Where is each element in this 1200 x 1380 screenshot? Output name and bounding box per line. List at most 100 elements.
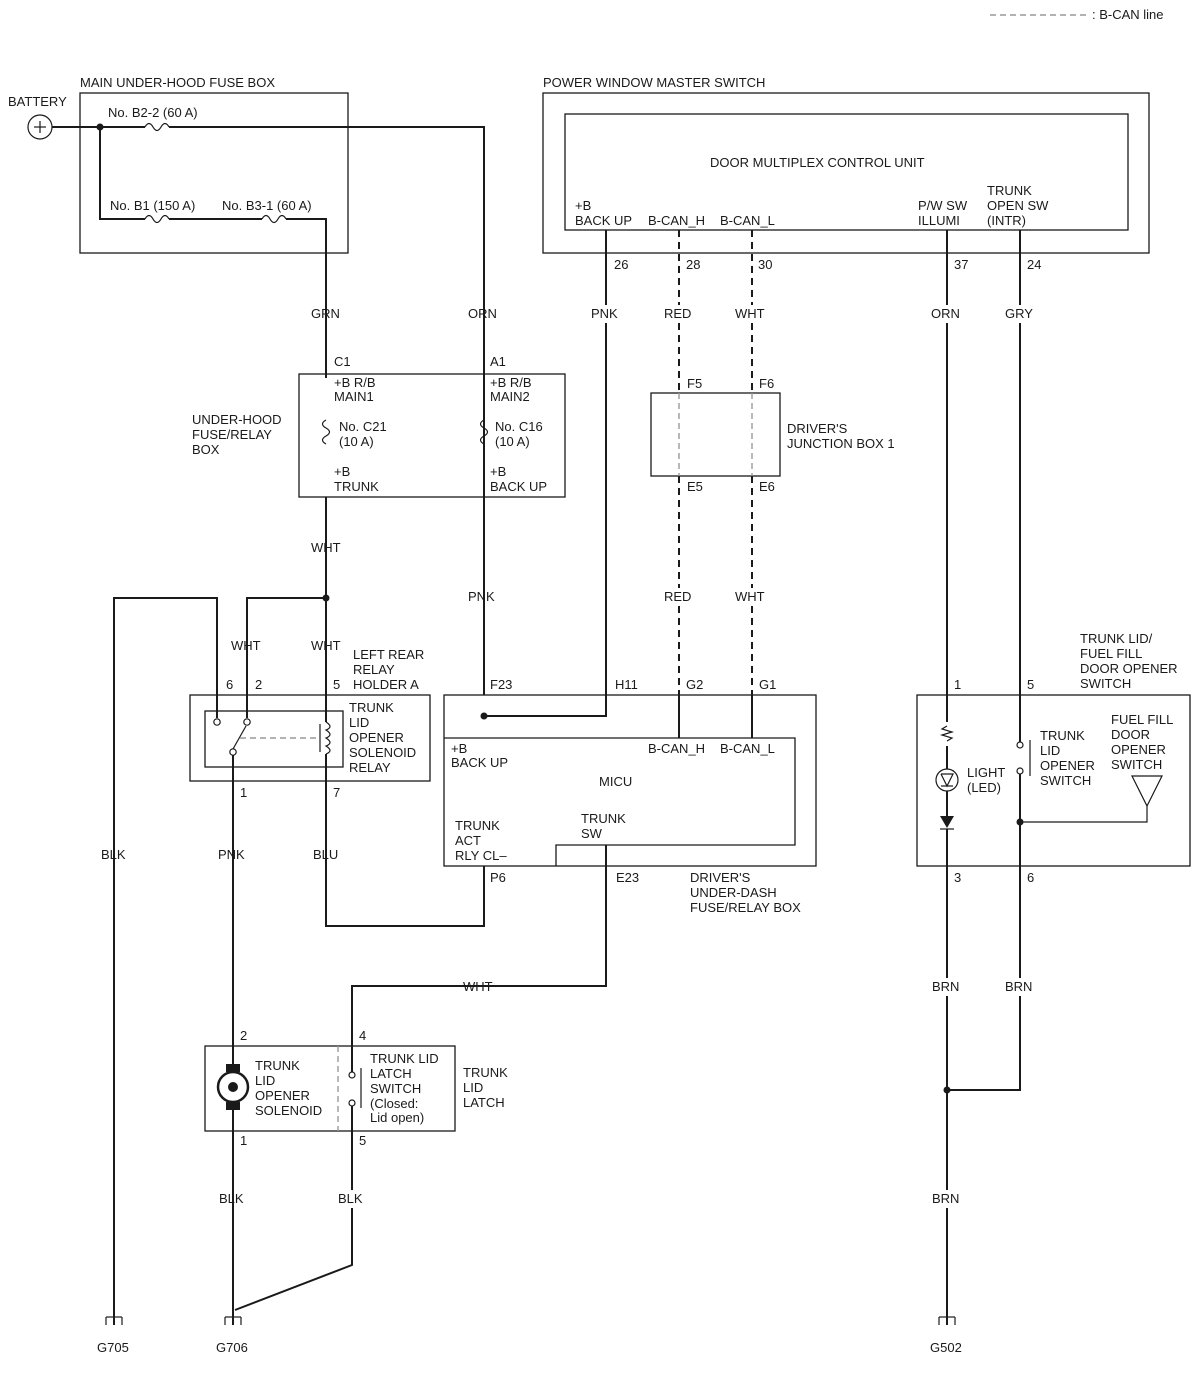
pin-e23: E23 xyxy=(616,870,639,885)
latch-sw-label-4: (Closed: xyxy=(370,1096,418,1111)
wire-pnk-2: PNK xyxy=(468,589,495,604)
micu-label: MICU xyxy=(599,774,632,789)
wire-brn-2: BRN xyxy=(1005,979,1032,994)
micu-trunk-sw-2: SW xyxy=(581,826,603,841)
micu-backup-2: BACK UP xyxy=(451,755,508,770)
pin-backup-2: BACK UP xyxy=(575,213,632,228)
pin-bcan-l: B-CAN_L xyxy=(720,213,775,228)
fuse-c16-2: (10 A) xyxy=(495,434,530,449)
wire-blk-1: BLK xyxy=(101,847,126,862)
opener-pin-6: 6 xyxy=(1027,870,1034,885)
wire-orn-1: ORN xyxy=(468,306,497,321)
light-label-1: LIGHT xyxy=(967,765,1005,780)
trunk-latch: 2 4 TRUNK LID OPENER SOLENOID TRUNK LID … xyxy=(204,1028,508,1148)
underhood-title-2: FUSE/RELAY xyxy=(192,427,272,442)
underhood-title-3: BOX xyxy=(192,442,220,457)
wire-red-2: RED xyxy=(664,589,691,604)
wire-pnk-1: PNK xyxy=(591,306,618,321)
pin-e5: E5 xyxy=(687,479,703,494)
wire-blk-2: BLK xyxy=(219,1191,244,1206)
trunk-sw-label-2: LID xyxy=(1040,743,1060,758)
relay-holder-title-3: HOLDER A xyxy=(353,677,419,692)
fuse-b1-label: No. B1 (150 A) xyxy=(110,198,195,213)
fuse-c21-icon xyxy=(321,419,331,445)
pw-master-switch: POWER WINDOW MASTER SWITCH DOOR MULTIPLE… xyxy=(542,75,1150,272)
relay-holder-title-1: LEFT REAR xyxy=(353,647,424,662)
wire-wht-1: WHT xyxy=(735,306,765,321)
opener-switch: TRUNK LID/ FUEL FILL DOOR OPENER SWITCH … xyxy=(916,631,1191,885)
mid-wire-colors: WHT PNK RED WHT WHT WHT xyxy=(231,540,765,653)
relay-holder: LEFT REAR RELAY HOLDER A 6 2 5 TRUNK LID… xyxy=(189,647,431,800)
relay-pin-5: 5 xyxy=(333,677,340,692)
grounds: G705 G706 G502 xyxy=(97,1316,962,1355)
pin-28: 28 xyxy=(686,257,700,272)
pin-h11: H11 xyxy=(615,677,638,692)
wire-wht-5: WHT xyxy=(311,638,341,653)
micu-trunk-act-1: TRUNK xyxy=(455,818,500,833)
pin-37: 37 xyxy=(954,257,968,272)
relay-label-4: SOLENOID xyxy=(349,745,416,760)
legend: : B-CAN line xyxy=(990,7,1164,22)
trunk-sw-label-3: OPENER xyxy=(1040,758,1095,773)
latch-title-2: LID xyxy=(463,1080,483,1095)
micu-bcan-h: B-CAN_H xyxy=(648,741,705,756)
micu-box-title-2: UNDER-DASH xyxy=(690,885,777,900)
pin-trunk-open-2: OPEN SW xyxy=(987,198,1049,213)
fuel-switch-icon xyxy=(1131,775,1163,808)
micu-box-title-1: DRIVER'S xyxy=(690,870,751,885)
trunk-sw-label-4: SWITCH xyxy=(1040,773,1091,788)
opener-title-2: FUEL FILL xyxy=(1080,646,1142,661)
solenoid-label-4: SOLENOID xyxy=(255,1103,322,1118)
wire-red-1: RED xyxy=(664,306,691,321)
light-label-2: (LED) xyxy=(967,780,1001,795)
junction-box: F5 F6 DRIVER'S JUNCTION BOX 1 E5 E6 xyxy=(650,376,895,494)
pin-26: 26 xyxy=(614,257,628,272)
lower-wire-colors: BLK PNK BLU WHT BRN BRN xyxy=(101,847,1032,994)
main2-2: MAIN2 xyxy=(490,389,530,404)
pin-p6: P6 xyxy=(490,870,506,885)
fuse-c21-1: No. C21 xyxy=(339,419,387,434)
solenoid-label-1: TRUNK xyxy=(255,1058,300,1073)
relay-label-2: LID xyxy=(349,715,369,730)
pin-f6: F6 xyxy=(759,376,774,391)
junction-title-1: DRIVER'S xyxy=(787,421,848,436)
main-fuse-box-title: MAIN UNDER-HOOD FUSE BOX xyxy=(80,75,275,90)
relay-pin-7: 7 xyxy=(333,785,340,800)
opener-title-3: DOOR OPENER xyxy=(1080,661,1178,676)
junction-title-2: JUNCTION BOX 1 xyxy=(787,436,895,451)
main1-2: MAIN1 xyxy=(334,389,374,404)
pin-f23: F23 xyxy=(490,677,512,692)
ground-g706: G706 xyxy=(216,1340,248,1355)
opener-title-1: TRUNK LID/ xyxy=(1080,631,1153,646)
relay-pin-1: 1 xyxy=(240,785,247,800)
pin-c1: C1 xyxy=(334,354,351,369)
underhood-title-1: UNDER-HOOD xyxy=(192,412,282,427)
pin-f5: F5 xyxy=(687,376,702,391)
fuse-c16-1: No. C16 xyxy=(495,419,543,434)
resistor-icon xyxy=(939,725,955,742)
opener-pin-3: 3 xyxy=(954,870,961,885)
wire-brn-3: BRN xyxy=(932,1191,959,1206)
relay-label-5: RELAY xyxy=(349,760,391,775)
underhood-relay-box: UNDER-HOOD FUSE/RELAY BOX C1 A1 +B R/B M… xyxy=(192,354,566,498)
micu-bcan-l: B-CAN_L xyxy=(720,741,775,756)
ground-g705: G705 xyxy=(97,1340,129,1355)
latch-sw-label-5: Lid open) xyxy=(370,1110,424,1125)
out-trunk-2: TRUNK xyxy=(334,479,379,494)
ground-g706-icon xyxy=(224,1316,242,1325)
wire-brn-1: BRN xyxy=(932,979,959,994)
light-icon xyxy=(935,768,959,792)
pin-g1: G1 xyxy=(759,677,776,692)
pin-g2: G2 xyxy=(686,677,703,692)
relay-pin-2: 2 xyxy=(255,677,262,692)
pin-trunk-open-1: TRUNK xyxy=(987,183,1032,198)
out-backup-2: BACK UP xyxy=(490,479,547,494)
wire-wht-6: WHT xyxy=(463,979,493,994)
wire-wht-3: WHT xyxy=(735,589,765,604)
fuel-sw-label-4: SWITCH xyxy=(1111,757,1162,772)
fuse-b2-2-icon xyxy=(144,122,170,132)
upper-wire-colors: GRN ORN PNK RED WHT ORN GRY xyxy=(311,306,1033,321)
fuse-c16-icon xyxy=(479,419,489,445)
ground-g502-icon xyxy=(938,1316,956,1325)
